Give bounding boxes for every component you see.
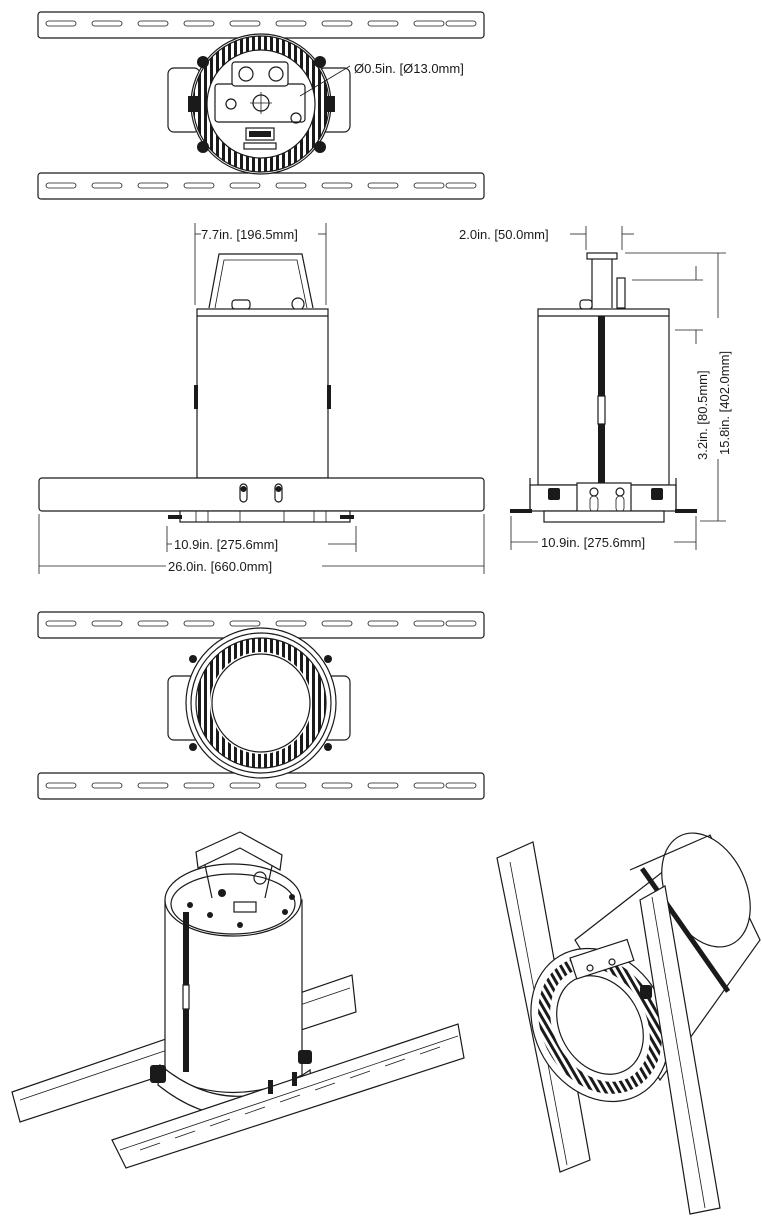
dim-top-width: 7.7in. [196.5mm] (201, 227, 298, 242)
iso-view-upright (11, 831, 465, 1169)
front-view (38, 223, 485, 574)
bottom-view (37, 611, 485, 800)
dim-overall-width: 26.0in. [660.0mm] (168, 559, 272, 574)
bottom-rail-upper (37, 611, 485, 639)
dim-base-front: 10.9in. [275.6mm] (174, 537, 278, 552)
top-view (37, 11, 485, 200)
dim-hole: Ø0.5in. [Ø13.0mm] (354, 61, 464, 76)
dim-bracket-tab: 2.0in. [50.0mm] (459, 227, 549, 242)
iso-view-tilted (496, 832, 761, 1215)
dim-lower-height: 3.2in. [80.5mm] (695, 370, 710, 460)
top-rail-upper (37, 11, 485, 39)
dim-total-height: 15.8in. [402.0mm] (717, 351, 732, 455)
top-rail-lower (37, 172, 485, 200)
side-view (510, 226, 726, 550)
dim-base-side: 10.9in. [275.6mm] (541, 535, 645, 550)
dimension-labels: Ø0.5in. [Ø13.0mm] 7.7in. [196.5mm] 2.0in… (168, 61, 732, 574)
